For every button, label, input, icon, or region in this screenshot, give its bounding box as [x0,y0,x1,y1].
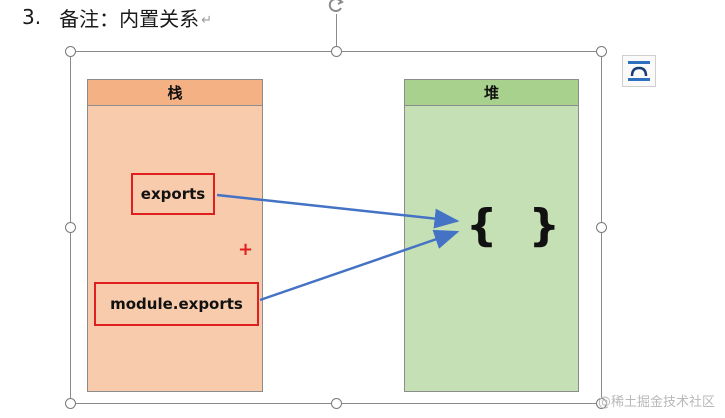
stack-panel: 栈 [87,79,263,392]
resize-handle-bottom-left[interactable] [65,398,76,409]
arrow-module-exports-to-object [259,229,460,302]
layout-options-icon [628,61,650,81]
heading: 3. 备注：内置关系 ↵ [22,2,212,32]
exports-reference: exports [131,173,215,215]
heap-object: { } [466,200,568,251]
module-exports-reference: module.exports [94,282,259,326]
resize-handle-top-left[interactable] [65,46,76,57]
resize-handle-middle-right[interactable] [596,222,607,233]
resize-handle-bottom-center[interactable] [331,398,342,409]
resize-handle-top-right[interactable] [596,46,607,57]
resize-handle-middle-left[interactable] [65,222,76,233]
resize-handle-top-center[interactable] [331,46,342,57]
arrow-exports-to-object [216,193,460,229]
plus-marker: + [238,239,254,260]
rotate-handle-icon[interactable] [325,0,347,16]
paragraph-mark: ↵ [201,12,212,28]
resize-handle-bottom-right[interactable] [596,398,607,409]
heap-header: 堆 [405,80,578,106]
stack-header: 栈 [88,80,262,106]
layout-options-button[interactable] [622,55,656,87]
heading-title: 备注：内置关系 [59,6,200,31]
heading-number: 3. [22,5,42,29]
rotate-connector-line [336,14,337,51]
watermark: @稀土掘金技术社区 [597,395,715,410]
